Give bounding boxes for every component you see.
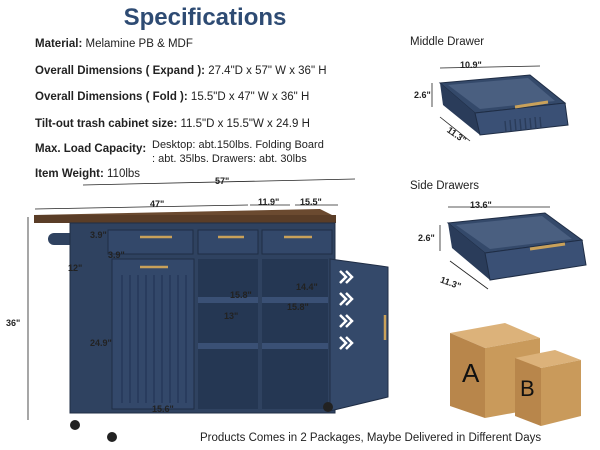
kitchen-island-illustration <box>27 178 389 442</box>
drawer-fluting <box>504 116 542 133</box>
spec-label: Max. Load Capacity: <box>35 143 147 155</box>
spec-label: Overall Dimensions ( Fold ): <box>35 91 188 103</box>
middle-drawer-height: 2.6" <box>414 90 431 100</box>
depth-dimension-line <box>449 260 489 290</box>
dim-total-width: 57" <box>215 176 230 186</box>
spec-material: Material: Melamine PB & MDF <box>35 38 193 50</box>
package-b-front <box>541 360 581 426</box>
spec-label: Overall Dimensions ( Expand ): <box>35 65 205 77</box>
drawer-front <box>484 239 587 281</box>
package-a-label: A <box>462 358 480 388</box>
packages-illustration <box>450 323 581 426</box>
dim-middle-width: 11.9" <box>258 197 280 207</box>
dim-fold-depth: 15.5" <box>300 197 322 207</box>
shelves <box>198 297 328 349</box>
spec-weight: Item Weight: 110lbs <box>35 168 140 180</box>
middle-drawer-illustration <box>431 65 569 142</box>
dim-shelf-depth: 13" <box>224 311 239 321</box>
package-b-label: B <box>520 376 535 401</box>
middle-drawer-heading: Middle Drawer <box>410 36 485 48</box>
dim-drawer-width: 3.9" <box>90 230 107 240</box>
drawer-cavity <box>448 78 555 109</box>
spec-value: 15.5"D x 47" W x 36" H <box>190 91 310 103</box>
dim-base-width: 15.6" <box>152 404 174 414</box>
footer-note: Products Comes in 2 Packages, Maybe Deli… <box>200 432 542 444</box>
spec-value: 11.5"D x 15.5"W x 24.9 H <box>180 118 310 130</box>
spec-expand: Overall Dimensions ( Expand ): 27.4"D x … <box>35 65 327 77</box>
package-b-side <box>515 358 541 426</box>
total-width-line <box>82 178 356 186</box>
door-arrows <box>339 270 354 350</box>
dim-body-width: 47" <box>150 199 165 209</box>
width-dimension-line <box>439 65 541 69</box>
door-fluting <box>121 275 187 403</box>
page-title: Specifications <box>123 4 287 31</box>
middle-drawer <box>197 229 259 255</box>
depth-dimension-line <box>439 116 471 142</box>
dim-drawer-height: 3.9" <box>108 250 125 260</box>
spec-label: Tilt-out trash cabinet size: <box>35 118 178 130</box>
drawer-handle <box>529 242 566 251</box>
caster-wheel <box>323 402 333 412</box>
spec-label: Item Weight: <box>35 168 104 180</box>
drawer-front <box>474 102 569 136</box>
middle-drawer-width: 10.9" <box>460 60 482 70</box>
package-a-top <box>450 323 540 348</box>
left-shelf-bay <box>198 259 258 409</box>
spec-load-line1: Desktop: abt.150lbs. Folding Board <box>152 139 324 151</box>
open-door <box>329 258 389 412</box>
caster-wheel <box>107 432 117 442</box>
caster-wheel <box>70 420 80 430</box>
package-a-side <box>450 333 485 418</box>
dim-cabinet-height: 24.9" <box>90 338 112 348</box>
dim-height: 36" <box>6 318 21 328</box>
drawer-side <box>448 223 490 280</box>
side-drawer-width: 13.6" <box>470 200 492 210</box>
spec-value: 27.4"D x 57" W x 36" H <box>208 65 327 77</box>
drawer-cavity <box>456 216 572 249</box>
right-drawer <box>261 229 333 255</box>
countertop-edge <box>34 215 336 223</box>
package-b-top <box>515 350 581 368</box>
dim-shelf-lower: 15.8" <box>287 302 309 312</box>
side-drawers-heading: Side Drawers <box>410 180 480 192</box>
side-drawer-illustration <box>439 206 587 290</box>
dim-shelf-right: 14.4" <box>296 282 318 292</box>
side-drawer-height: 2.6" <box>418 233 435 243</box>
dim-shelf-left: 15.8" <box>230 290 252 300</box>
drawer-handle <box>514 100 549 109</box>
spec-load: Max. Load Capacity: <box>35 143 146 155</box>
spec-fold: Overall Dimensions ( Fold ): 15.5"D x 47… <box>35 91 309 103</box>
left-drawer <box>107 229 194 255</box>
spec-tilt: Tilt-out trash cabinet size: 11.5"D x 15… <box>35 118 310 130</box>
spec-load-line2: : abt. 35lbs. Drawers: abt. 30lbs <box>152 153 307 165</box>
trash-cabinet-door <box>111 258 195 410</box>
body-width-line <box>34 204 249 210</box>
spec-value: Melamine PB & MDF <box>85 38 193 50</box>
spec-label: Material: <box>35 38 83 50</box>
dim-rack: 12" <box>68 263 83 273</box>
drawer-side <box>440 83 480 135</box>
right-shelf-bay <box>262 259 328 409</box>
spec-value: 110lbs <box>107 168 141 180</box>
